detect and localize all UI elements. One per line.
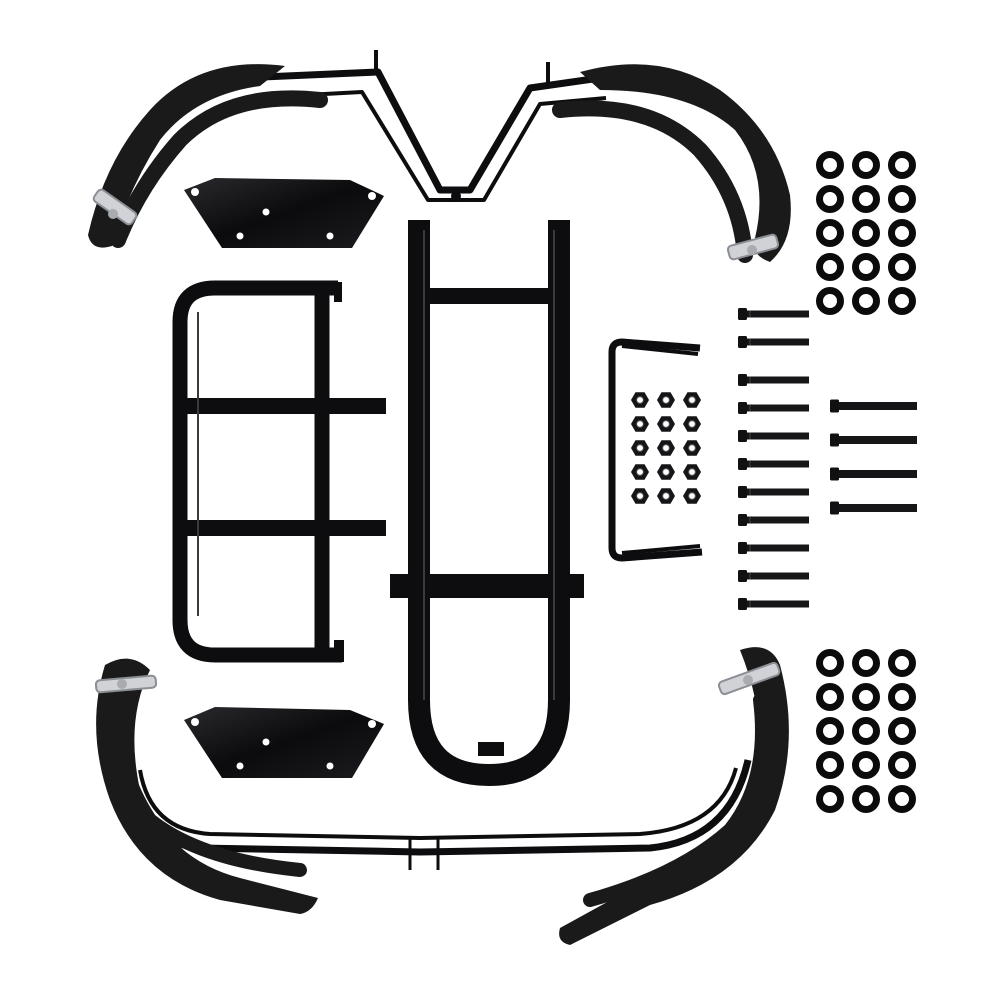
buckle: [94, 674, 158, 694]
buckle: [92, 188, 138, 226]
buckle: [717, 661, 781, 696]
strap-holder-bottom: [94, 647, 789, 945]
buckle: [726, 233, 780, 261]
ladder-bracket: [172, 280, 386, 663]
mounting-plate: [184, 178, 384, 248]
u-frame: [390, 220, 584, 786]
strap-holder-top: [88, 50, 791, 263]
mounting-plate: [184, 707, 384, 778]
small-bracket: [608, 338, 703, 562]
